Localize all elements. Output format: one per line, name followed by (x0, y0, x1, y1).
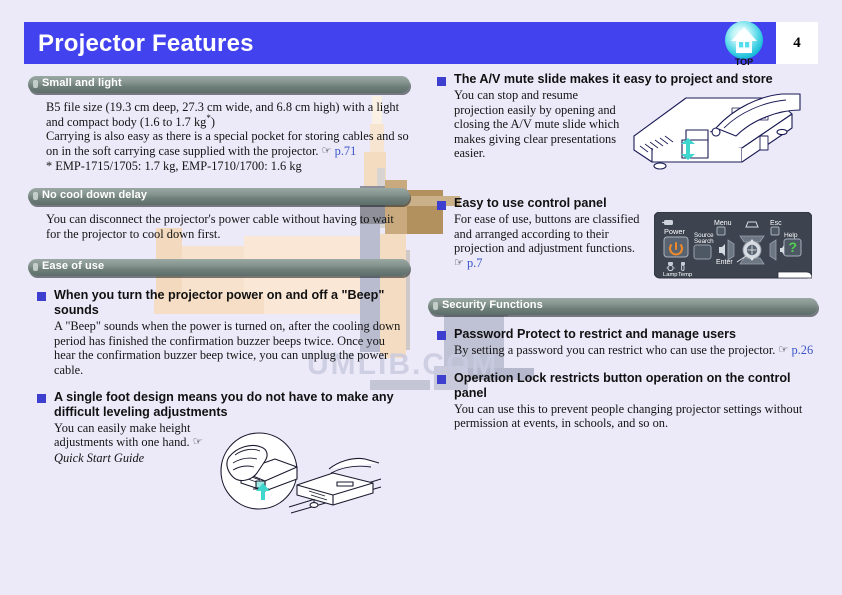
page-number: 4 (793, 34, 801, 51)
section-bar-title: Security Functions (442, 299, 543, 311)
feature-password-protect: Password Protect to restrict and manage … (428, 327, 818, 359)
section-bar-title: Small and light (42, 77, 122, 89)
feature-heading: The A/V mute slide makes it easy to proj… (454, 72, 773, 86)
section-bar-dot-icon (33, 191, 38, 200)
feature-body: By setting a password you can restrict w… (454, 343, 814, 357)
feature-beep-sounds: When you turn the projector power on and… (28, 288, 410, 377)
feature-heading: When you turn the projector power on and… (54, 288, 385, 318)
esc-label: Esc (770, 220, 782, 227)
bullet-square-icon (37, 393, 46, 403)
feature-heading: Password Protect to restrict and manage … (454, 327, 737, 341)
pointing-hand-icon: ☞ (454, 256, 464, 269)
svg-text:Search: Search (694, 238, 714, 245)
bullet-square-icon (37, 292, 46, 302)
feature-body: You can easily make height adjustments w… (54, 420, 203, 465)
section-bar-dot-icon (33, 80, 38, 88)
page-title: Projector Features (38, 30, 254, 57)
projector-foot-adjust-illustration (213, 421, 383, 521)
paragraph: B5 file size (19.3 cm deep, 27.3 cm wide… (46, 100, 400, 129)
svg-text:?: ? (789, 239, 798, 255)
section-no-cool-down-delay: No cool down delay You can disconnect th… (28, 187, 410, 241)
top-button[interactable]: TOP (720, 18, 768, 67)
footnote-marker: * (206, 112, 211, 123)
power-label: Power (664, 227, 685, 236)
section-ease-of-use: Ease of use When you turn the projector … (28, 259, 410, 520)
section-bar: Ease of use (28, 259, 410, 277)
left-column: Small and light B5 file size (19.3 cm de… (28, 76, 410, 521)
pointing-hand-icon: ☞ (192, 436, 203, 449)
lamp-label: Lamp (663, 272, 678, 278)
feature-body: You can stop and resume projection easil… (454, 88, 620, 161)
paragraph: Carrying is also easy as there is a spec… (46, 129, 409, 158)
feature-heading: Easy to use control panel (454, 196, 607, 210)
home-icon (725, 21, 763, 59)
feature-av-mute-slide: The A/V mute slide makes it easy to proj… (428, 72, 818, 176)
bullet-square-icon (437, 331, 446, 340)
feature-operation-lock: Operation Lock restricts button operatio… (428, 371, 818, 431)
menu-label: Menu (714, 220, 732, 227)
section-small-and-light: Small and light B5 file size (19.3 cm de… (28, 76, 410, 174)
header-right-group: 4 (702, 21, 818, 67)
feature-heading: A single foot design means you do not ha… (54, 389, 394, 419)
section-bar: Security Functions (428, 298, 818, 315)
paragraph: You can disconnect the projector's power… (46, 211, 394, 241)
bullet-square-icon (437, 201, 446, 210)
feature-heading: Operation Lock restricts button operatio… (454, 370, 791, 400)
enter-label: Enter (716, 259, 733, 266)
page-header: Projector Features 4 (24, 21, 818, 67)
section-security-functions: Security Functions Password Protect to r… (428, 298, 818, 431)
help-label: Help (784, 232, 798, 239)
right-column: The A/V mute slide makes it easy to proj… (428, 72, 818, 431)
section-bar-dot-icon (33, 263, 38, 272)
section-bar-title: Ease of use (42, 260, 105, 273)
feature-body: A "Beep" sounds when the power is turned… (54, 319, 401, 377)
page-number-box: 4 (776, 22, 818, 64)
section-bar-title: No cool down delay (42, 188, 148, 201)
guide-reference: Quick Start Guide (54, 450, 145, 465)
page-link[interactable]: p.26 (791, 343, 814, 357)
section-bar-dot-icon (433, 302, 438, 310)
page-link[interactable]: p.7 (466, 255, 483, 270)
pointing-hand-icon: ☞ (778, 344, 789, 356)
feature-link-line: ☞ p.7 (454, 256, 654, 272)
bullet-square-icon (437, 77, 446, 86)
section-bar: Small and light (28, 76, 410, 93)
control-panel-illustration: Power Source Search Menu (654, 212, 812, 284)
bullet-square-icon (437, 374, 446, 384)
page-link[interactable]: p.71 (334, 143, 357, 158)
footnote: * EMP-1715/1705: 1.7 kg, EMP-1710/1700: … (46, 159, 302, 174)
feature-control-panel: Easy to use control panel For ease of us… (428, 196, 818, 284)
feature-body: You can use this to prevent people chang… (454, 401, 803, 431)
source-search-label: Source (694, 232, 714, 239)
projector-av-mute-slide-illustration (624, 88, 802, 176)
top-button-label: TOP (734, 57, 754, 67)
feature-body: For ease of use, buttons are classified … (454, 212, 640, 256)
temp-label: Temp (678, 272, 692, 278)
feature-single-foot-design: A single foot design means you do not ha… (28, 390, 410, 521)
section-bar: No cool down delay (28, 187, 410, 205)
pointing-hand-icon: ☞ (321, 144, 332, 157)
